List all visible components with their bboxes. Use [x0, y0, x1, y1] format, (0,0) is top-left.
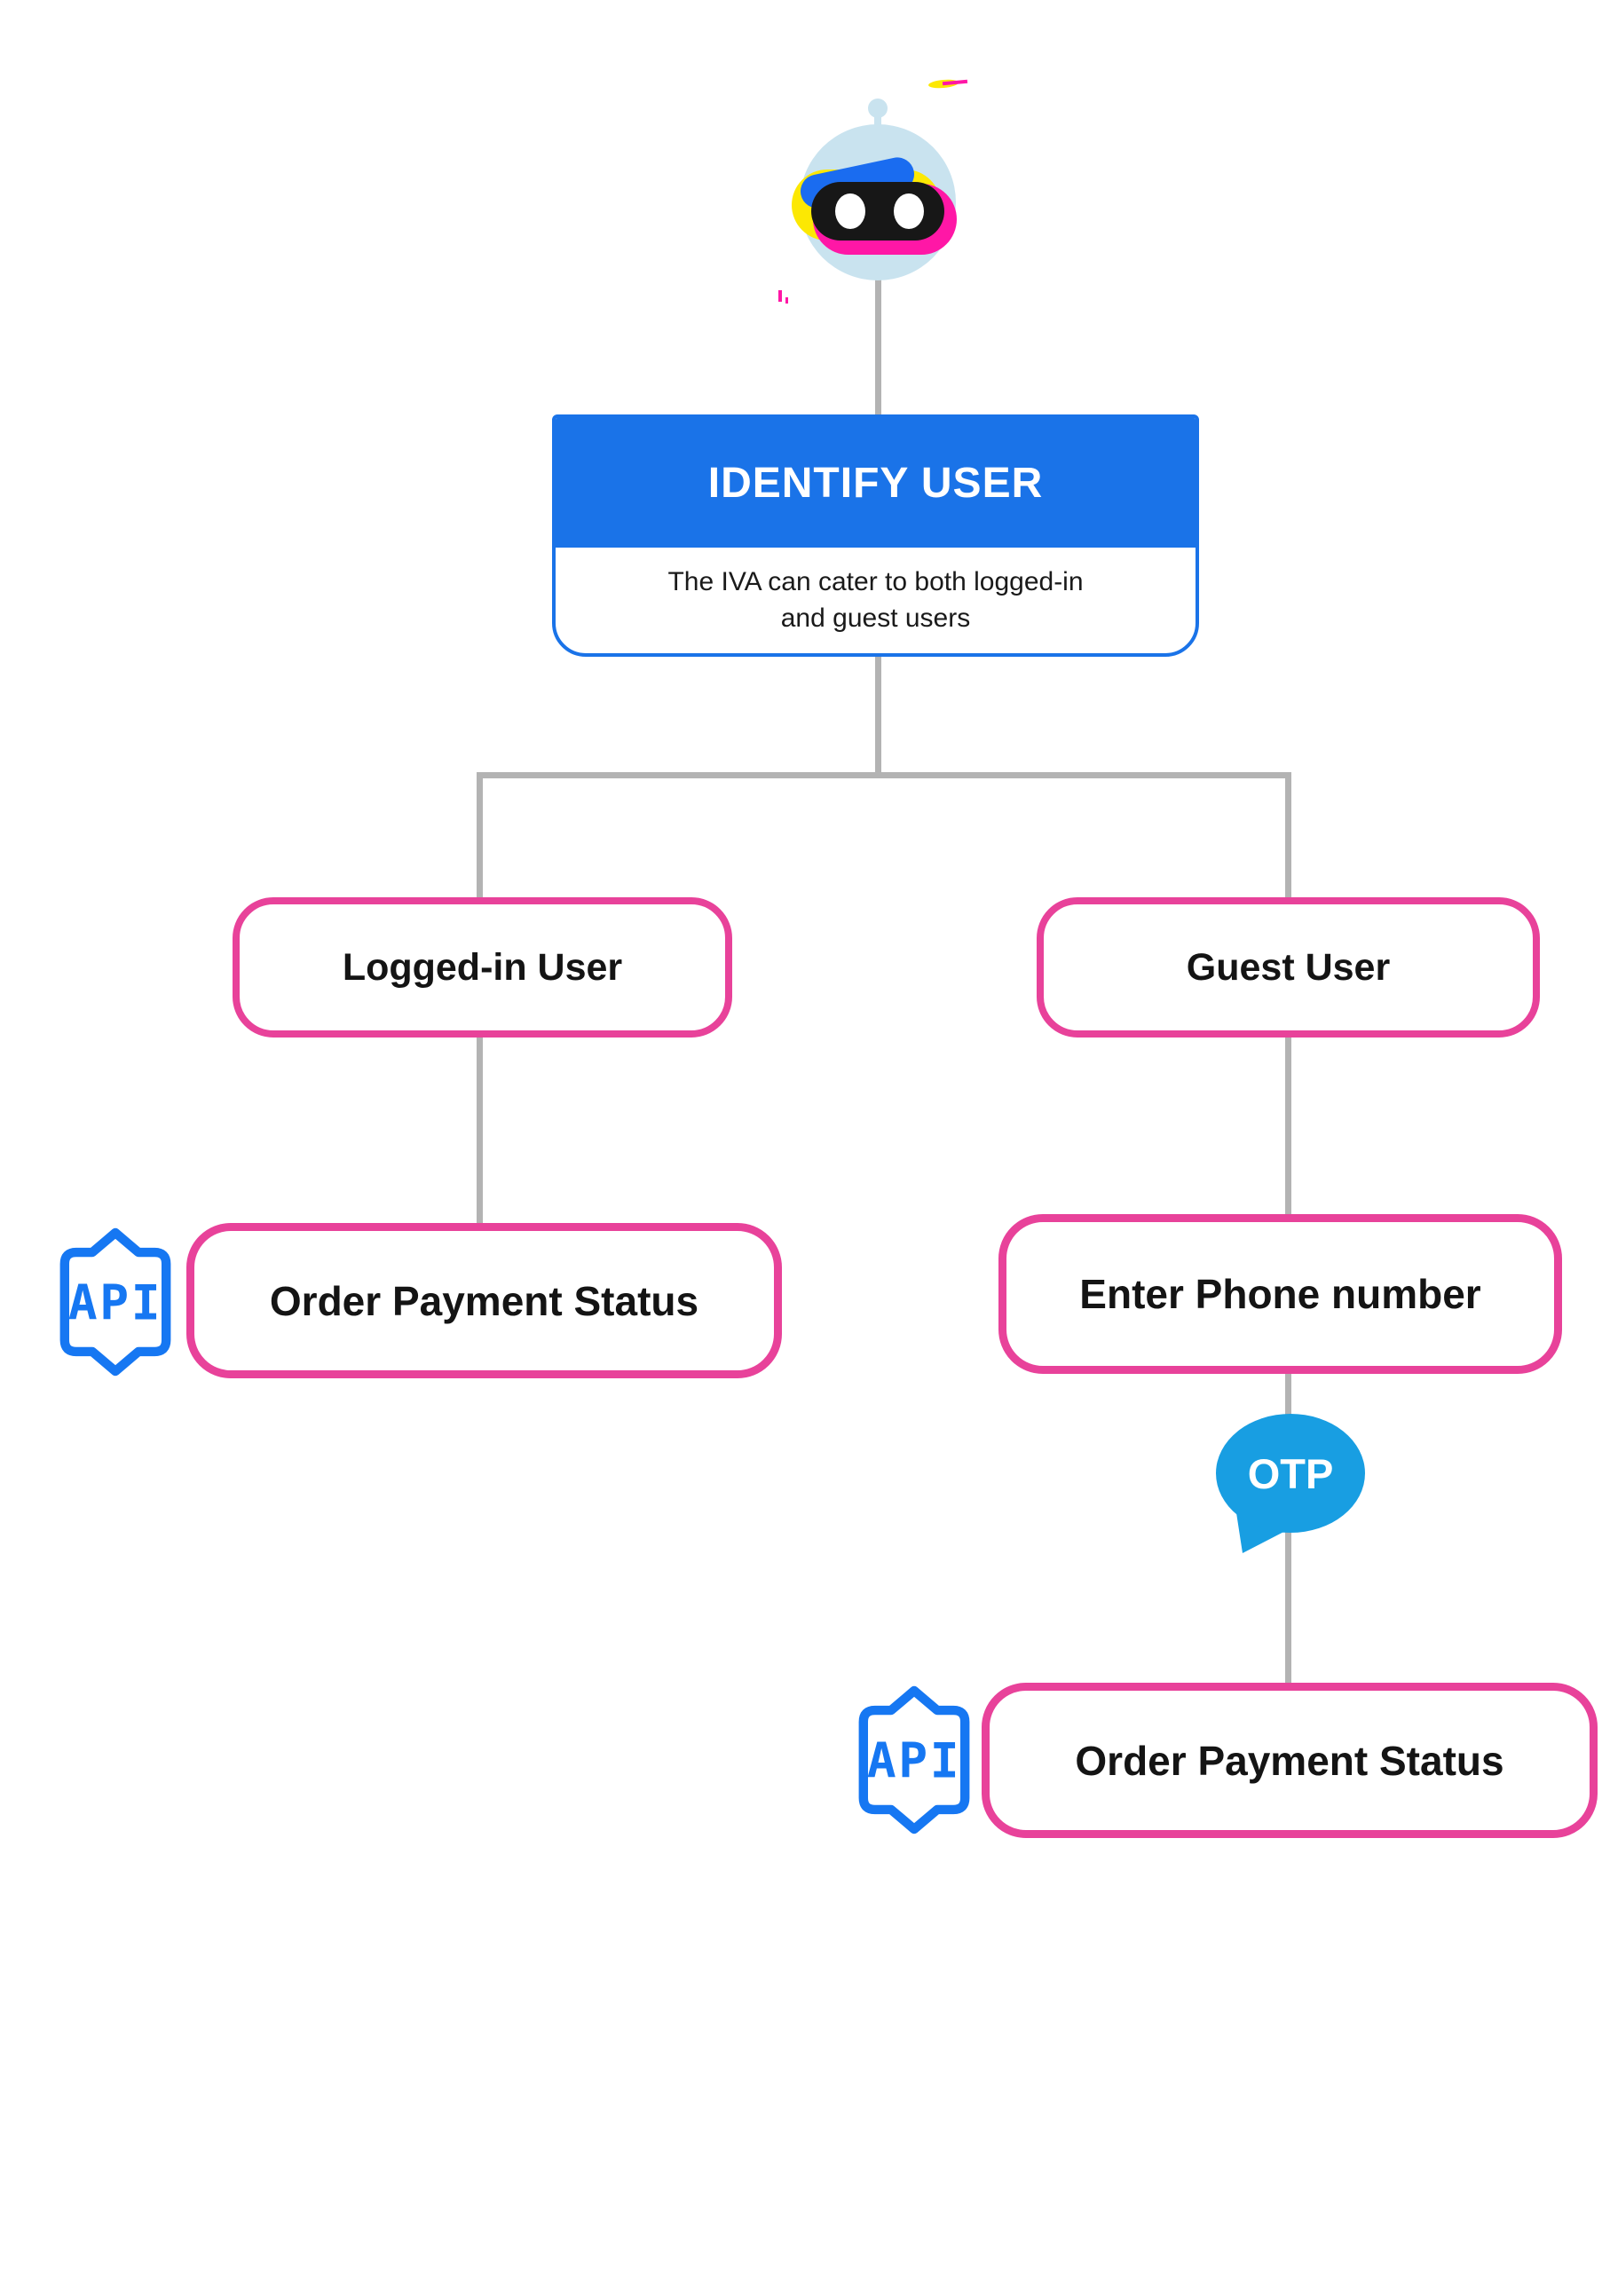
robot-eye-left: [835, 193, 865, 229]
api-badge-text: API: [867, 1732, 961, 1789]
otp-bubble-text: OTP: [1248, 1450, 1334, 1497]
api-badge-frame: [858, 1685, 970, 1834]
connector-branch-left-down: [477, 772, 483, 901]
glitch-artifact-magenta-tick-1: [778, 290, 782, 302]
robot-antenna-ball: [868, 99, 888, 118]
node-identify-user-title: IDENTIFY USER: [556, 418, 1196, 548]
node-identify-user-subtitle-text: The IVA can cater to both logged-in and …: [667, 567, 1084, 633]
api-badge-frame: [59, 1227, 171, 1377]
api-badge-text: API: [68, 1274, 162, 1331]
connector-guest-to-phone: [1285, 1032, 1291, 1220]
node-guest-user: Guest User: [1037, 897, 1540, 1038]
node-order-payment-status-right-label: Order Payment Status: [1075, 1737, 1504, 1784]
connector-branch-horizontal: [477, 772, 1291, 778]
chatbot-icon: [792, 99, 957, 280]
node-order-payment-status-right: Order Payment Status: [982, 1683, 1598, 1838]
node-logged-in-user-label: Logged-in User: [342, 945, 623, 989]
node-guest-user-label: Guest User: [1186, 945, 1391, 989]
otp-bubble-body: [1216, 1414, 1365, 1533]
api-icon-right: API: [858, 1685, 970, 1834]
node-enter-phone-number: Enter Phone number: [998, 1214, 1562, 1374]
node-enter-phone-number-label: Enter Phone number: [1079, 1271, 1481, 1317]
node-logged-in-user: Logged-in User: [233, 897, 732, 1038]
robot-eye-right: [894, 193, 924, 229]
node-order-payment-status-left-label: Order Payment Status: [269, 1277, 699, 1324]
connector-robot-to-root: [875, 273, 881, 415]
connector-branch-right-down: [1285, 772, 1291, 901]
glitch-artifact-magenta-tick-2: [785, 297, 788, 304]
otp-icon: OTP: [1216, 1414, 1365, 1553]
node-order-payment-status-left: Order Payment Status: [186, 1223, 782, 1378]
robot-visor: [811, 182, 944, 241]
connector-root-to-branch: [875, 655, 881, 776]
node-identify-user-subtitle: The IVA can cater to both logged-in and …: [556, 548, 1196, 653]
api-icon-left: API: [59, 1227, 171, 1377]
node-identify-user: IDENTIFY USER The IVA can cater to both …: [552, 414, 1199, 657]
connector-loggedin-to-ops: [477, 1032, 483, 1229]
